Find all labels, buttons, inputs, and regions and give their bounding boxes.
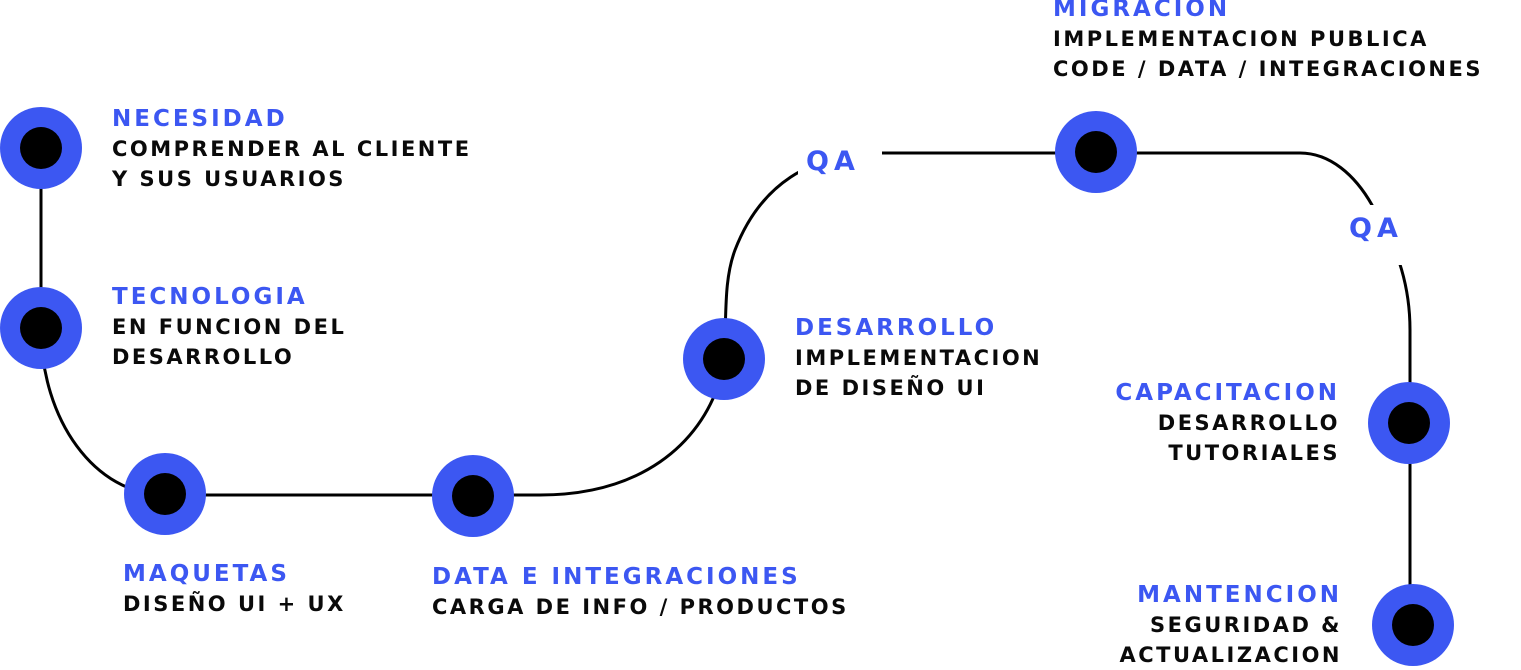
step-description: DESARROLLO [1157, 411, 1340, 435]
step-description: COMPRENDER AL CLIENTE [112, 137, 472, 161]
step-description: DE DISEÑO UI [795, 376, 987, 400]
step-migracion: MIGRACION IMPLEMENTACION PUBLICA CODE / … [1053, 0, 1483, 84]
qa-label: QA [1349, 213, 1403, 244]
step-title: TECNOLOGIA [112, 284, 308, 310]
step-title: CAPACITACION [1115, 380, 1340, 406]
step-description: ACTUALIZACION [1119, 643, 1342, 667]
step-description: IMPLEMENTACION [795, 346, 1043, 370]
node-desarrollo [683, 318, 765, 400]
step-capacitacion: CAPACITACION DESARROLLO TUTORIALES [1115, 378, 1340, 468]
step-description: IMPLEMENTACION PUBLICA [1053, 27, 1429, 51]
step-title: MAQUETAS [123, 561, 290, 587]
step-title: DESARROLLO [795, 315, 998, 341]
qa-label-bg-1 [798, 143, 882, 181]
node-mantencion [1372, 584, 1454, 666]
step-description: CODE / DATA / INTEGRACIONES [1053, 57, 1483, 81]
step-maquetas: MAQUETAS DISEÑO UI + UX [123, 559, 346, 619]
step-description: CARGA DE INFO / PRODUCTOS [432, 595, 849, 619]
node-data-integraciones [432, 455, 514, 537]
node-migracion [1055, 111, 1137, 193]
step-data-integraciones: DATA E INTEGRACIONES CARGA DE INFO / PRO… [432, 562, 849, 622]
qa-label: QA [806, 146, 860, 177]
node-tecnologia [0, 287, 82, 369]
step-description: DESARROLLO [112, 345, 295, 369]
step-description: EN FUNCION DEL [112, 315, 347, 339]
step-description: DISEÑO UI + UX [123, 592, 346, 616]
step-desarrollo: DESARROLLO IMPLEMENTACION DE DISEÑO UI [795, 313, 1042, 403]
step-title: MANTENCION [1137, 582, 1342, 608]
step-tecnologia: TECNOLOGIA EN FUNCION DEL DESARROLLO [112, 282, 346, 372]
node-necesidad [0, 107, 82, 189]
step-description: Y SUS USUARIOS [112, 167, 346, 191]
step-title: NECESIDAD [112, 106, 288, 132]
step-title: MIGRACION [1053, 0, 1231, 22]
node-maquetas [124, 453, 206, 535]
qa-label-bg-2 [1340, 205, 1422, 265]
step-mantencion: MANTENCION SEGURIDAD & ACTUALIZACION [1120, 580, 1342, 670]
node-capacitacion [1368, 382, 1450, 464]
step-necesidad: NECESIDAD COMPRENDER AL CLIENTE Y SUS US… [112, 104, 472, 194]
step-title: DATA E INTEGRACIONES [432, 564, 801, 590]
step-description: TUTORIALES [1168, 441, 1340, 465]
step-description: SEGURIDAD & [1150, 613, 1342, 637]
